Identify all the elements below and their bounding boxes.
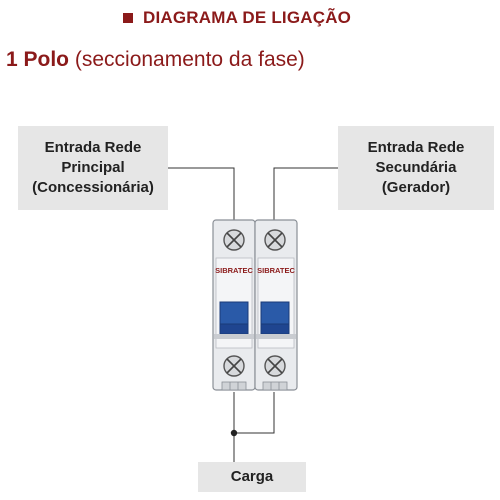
secondary-grid-line1: Entrada Rede (367, 139, 465, 156)
header-bullet (123, 13, 133, 23)
toggle-lever-left (214, 301, 254, 339)
secondary-grid-line3: (Gerador) (381, 179, 451, 196)
screw-icon (264, 229, 286, 251)
screw-icon (223, 355, 245, 377)
bottom-terminal-right (262, 381, 288, 391)
screw-icon (264, 355, 286, 377)
main-grid-input-box: Entrada Rede Principal (Concessionária) (18, 126, 168, 210)
header-title: DIAGRAMA DE LIGAÇÃO (143, 8, 352, 27)
main-input-wire (168, 167, 235, 222)
toggle-lever-right (256, 301, 296, 339)
diagram-header: DIAGRAMA DE LIGAÇÃO (123, 7, 351, 29)
right-output-wire (234, 392, 275, 434)
secondary-input-wire (273, 167, 338, 222)
load-box: Carga (198, 462, 306, 492)
junction-dot (230, 429, 238, 437)
main-grid-line3: (Concessionária) (32, 179, 154, 196)
subtitle-bold: 1 Polo (6, 48, 70, 71)
brand-label-left: SIBRATEC (215, 266, 253, 275)
subtitle: 1 Polo (seccionamento da fase) (6, 48, 305, 72)
brand-label-right: SIBRATEC (257, 266, 295, 275)
load-label: Carga (230, 468, 274, 485)
subtitle-description: (seccionamento da fase) (69, 48, 305, 71)
secondary-grid-line2: Secundária (375, 159, 457, 176)
secondary-grid-input-box: Entrada Rede Secundária (Gerador) (338, 126, 494, 210)
bottom-terminal-left (221, 381, 247, 391)
main-grid-line1: Entrada Rede (44, 139, 142, 156)
main-grid-line2: Principal (61, 159, 125, 176)
screw-icon (223, 229, 245, 251)
